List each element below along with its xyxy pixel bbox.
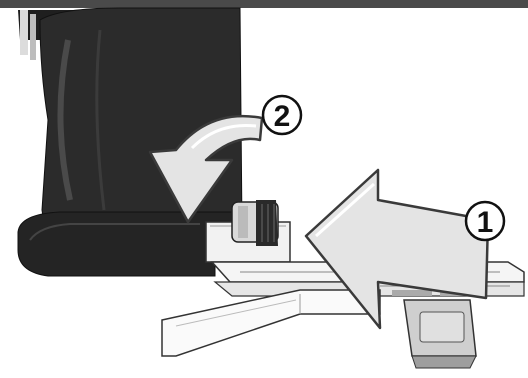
step-number-2: 2	[274, 100, 291, 133]
step-callout-2: 2	[263, 96, 301, 134]
step-number-1: 1	[477, 206, 494, 239]
step-callout-1: 1	[466, 202, 504, 240]
locking-knob	[232, 200, 278, 246]
